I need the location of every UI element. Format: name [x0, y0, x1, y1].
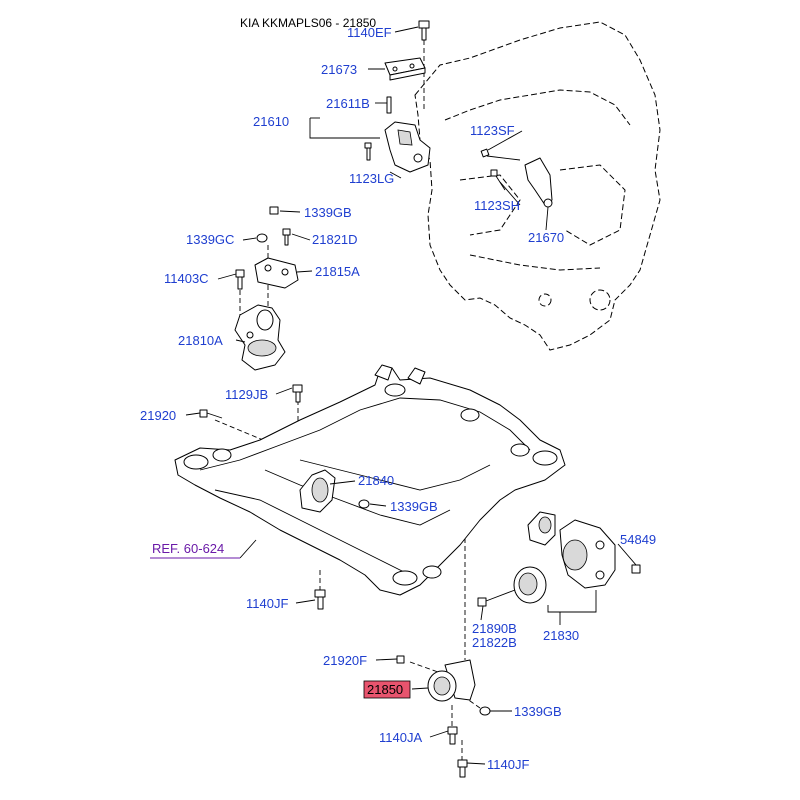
leader-dash	[214, 419, 276, 446]
label-21673[interactable]: 21673	[321, 62, 357, 77]
label-1339GB-top[interactable]: 1339GB	[304, 205, 352, 220]
label-1140JF-left[interactable]: 1140JF	[246, 596, 288, 611]
bolt-1140JF-left	[314, 589, 326, 610]
bolt-1123SH	[490, 169, 506, 191]
label-21920F[interactable]: 21920F	[323, 653, 367, 668]
bushing-21830	[513, 566, 547, 604]
leader-dash	[409, 661, 439, 673]
label-1140JA[interactable]: 1140JA	[379, 730, 422, 745]
subframe	[174, 364, 566, 596]
bolt-21890B	[477, 589, 516, 607]
mount-21850	[427, 659, 476, 702]
bolt-1123SF	[480, 148, 521, 161]
bracket-21670	[524, 157, 553, 208]
label-21920[interactable]: 21920	[140, 408, 176, 423]
label-11403C[interactable]: 11403C	[164, 271, 209, 286]
bolt-21821D	[282, 228, 291, 246]
label-21822B[interactable]: 21822B	[472, 635, 517, 650]
bolt-1140JF-bot	[457, 759, 468, 778]
bolt-1129JB	[292, 384, 303, 403]
label-21611B[interactable]: 21611B	[326, 96, 370, 111]
label-1123SF[interactable]: 1123SF	[470, 123, 515, 138]
bolt-21920F	[396, 655, 405, 664]
bolt-1140EF	[418, 20, 430, 41]
label-1140EF[interactable]: 1140EF	[347, 25, 392, 40]
label-21821D[interactable]: 21821D	[312, 232, 358, 247]
label-21850[interactable]: 21850	[367, 682, 403, 697]
stud-21611B	[386, 96, 392, 114]
highlight-box	[363, 680, 411, 699]
label-1339GC[interactable]: 1339GC	[186, 232, 234, 247]
bracket-21673	[384, 57, 426, 81]
label-21840[interactable]: 21840	[358, 473, 394, 488]
label-1140JF-bot[interactable]: 1140JF	[487, 757, 529, 772]
label-21815A[interactable]: 21815A	[315, 264, 360, 279]
bolt-1140JA	[447, 726, 458, 745]
nut-1339GB-mid	[358, 499, 370, 509]
bracket-21610	[384, 121, 431, 173]
label-21610[interactable]: 21610	[253, 114, 289, 129]
label-1123LG[interactable]: 1123LG	[349, 171, 394, 186]
engine-outline	[414, 21, 661, 351]
label-1339GB-mid[interactable]: 1339GB	[390, 499, 438, 514]
nut-54849	[631, 564, 641, 574]
mount-21830-cup	[527, 511, 556, 546]
diagram-title: KIA KKMAPLS06 - 21850	[240, 16, 376, 30]
label-1339GB-bot[interactable]: 1339GB	[514, 704, 562, 719]
nut-1339GB-top	[269, 206, 279, 215]
label-54849[interactable]: 54849	[620, 532, 656, 547]
leader-lines	[185, 26, 637, 765]
bolt-11403C	[235, 269, 245, 290]
mount-21840	[299, 469, 336, 513]
mount-21810A	[234, 304, 286, 371]
bolt-1123LG	[364, 142, 372, 161]
label-21890B[interactable]: 21890B	[472, 621, 517, 636]
bracket-21815A	[254, 257, 299, 289]
nut-1339GB-bot	[479, 706, 491, 716]
washer-1339GC	[256, 233, 268, 243]
label-1129JB[interactable]: 1129JB	[225, 387, 268, 402]
highlight-21850[interactable]: 21850	[363, 680, 411, 699]
ref-60-624[interactable]: REF. 60-624	[150, 541, 240, 559]
label-21830[interactable]: 21830	[543, 628, 579, 643]
label-1123SH[interactable]: 1123SH	[474, 198, 520, 213]
label-21670[interactable]: 21670	[528, 230, 564, 245]
label-21810A[interactable]: 21810A	[178, 333, 223, 348]
label-ref[interactable]: REF. 60-624	[152, 541, 224, 556]
bolt-21920	[199, 409, 223, 419]
mount-21830-body	[559, 519, 616, 589]
